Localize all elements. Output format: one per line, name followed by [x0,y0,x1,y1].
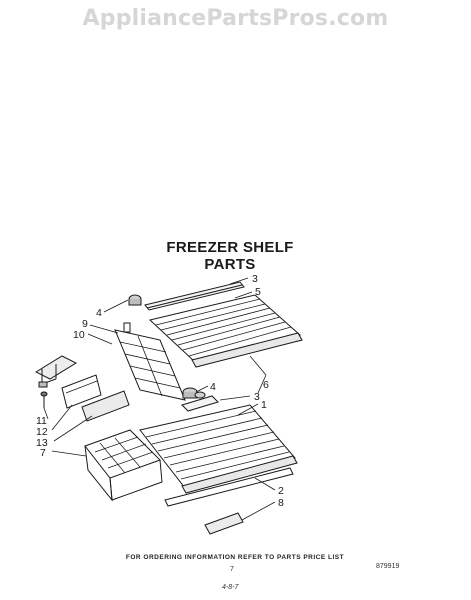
upper-rear-trim [144,281,245,311]
callout-9: 9 [82,318,88,330]
ordering-note: FOR ORDERING INFORMATION REFER TO PARTS … [125,554,345,561]
callout-3-upper: 3 [252,273,258,285]
cover-panel [61,374,102,409]
diagram-title: FREEZER SHELF PARTS [166,239,294,273]
screw [40,391,48,408]
callout-1: 1 [261,399,267,411]
trim-piece-small [204,512,244,535]
lower-rear-trim [181,391,219,412]
callout-4-lower: 4 [210,381,216,393]
callout-6: 6 [263,379,269,391]
support-clip-lower [182,387,198,399]
callout-5: 5 [255,286,261,298]
document-code: 879919 [376,563,400,570]
watermark: AppliancePartsPros.com [82,6,389,31]
leader-lines [43,277,276,521]
callout-12: 12 [36,426,48,438]
lower-wire-shelf [139,404,298,507]
callout-4-upper: 4 [96,307,102,319]
side-rail [114,322,186,401]
callout-13: 13 [36,437,48,449]
callout-3-lower: 3 [254,391,260,403]
callout-8: 8 [278,497,284,509]
callout-10: 10 [73,329,85,341]
callout-11: 11 [36,415,47,427]
callout-labels: 3 5 4 9 10 6 4 3 1 11 12 13 7 2 8 [36,273,284,509]
trim-panel [81,390,130,422]
sheet-code: 4-8-7 [222,584,239,591]
callout-2: 2 [278,485,284,497]
bracket-assembly [34,355,78,388]
support-clip-upper [128,294,142,306]
page-number: 7 [230,566,234,573]
callout-7: 7 [40,447,46,459]
upper-wire-shelf [148,294,303,368]
freezer-basket [84,429,163,502]
